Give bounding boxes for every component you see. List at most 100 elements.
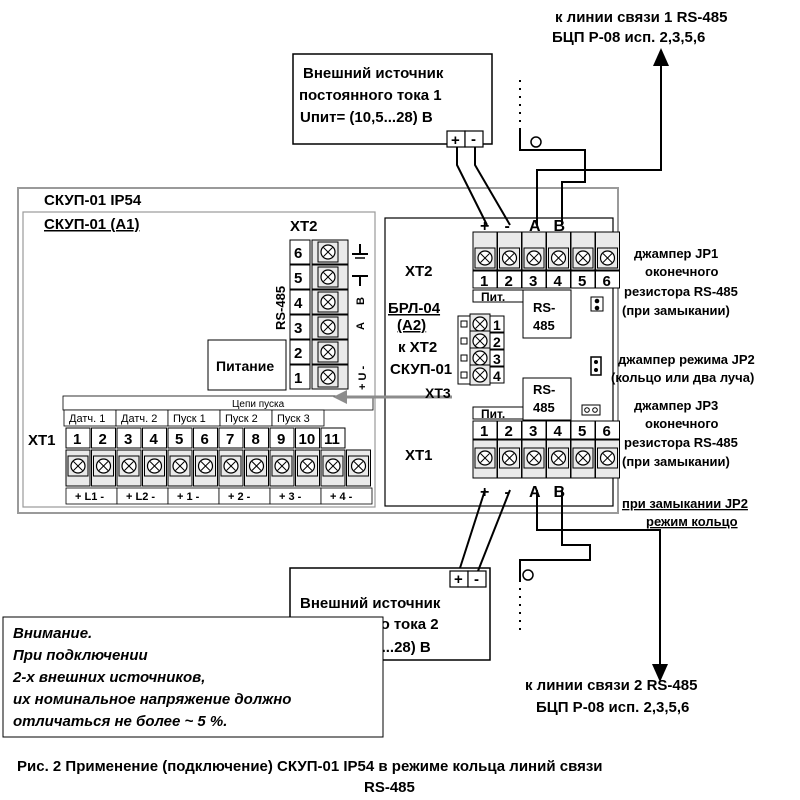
device-xt1-polarity: + 2 - [228,491,251,503]
screw-icon [296,455,319,477]
screw-icon [317,316,339,338]
figure-caption-line-2: RS-485 [364,779,415,796]
module-xt2-pin: 2 [505,273,513,290]
screw-icon [347,455,370,477]
jp2-line-1: джампер режима JP2 [618,352,755,367]
module-xt1-rs-top: RS- [533,382,555,397]
device-xt1-pin: 6 [201,431,209,448]
screw-icon [322,455,344,477]
device-xt2-pin: 3 [294,320,302,337]
psu2-plus: + [454,571,463,588]
device-xt2-pin: 5 [294,270,302,287]
jumper-jp1 [590,296,604,312]
jp2-note-line-2: режим кольцо [646,514,738,529]
device-xt1-pin: 3 [124,431,132,448]
warning-line-3: 2-х внешних источников, [12,669,205,686]
screw-icon [317,341,339,363]
screw-icon [143,455,166,477]
circuit-label: Цепи пуска [232,399,285,410]
device-xt1-group: Датч. 2 [121,413,157,425]
screw-icon [498,447,521,469]
brl-label: БРЛ-04 [388,300,441,317]
psu1-line-1: Внешний источник [303,65,444,82]
device-xt1-pin: 7 [226,431,234,448]
psu-1: Внешний источник постоянного тока 1 Uпит… [292,53,493,149]
module-xt1-pin: 4 [554,423,563,440]
screw-icon [572,247,594,269]
device-xt1-group: Пуск 2 [225,413,258,425]
screw-icon [67,455,89,477]
device-xt1-pin: 5 [175,431,183,448]
device-xt1-group: Датч. 1 [69,413,105,425]
jp1-line-2: оконечного [645,264,719,279]
screw-icon [317,241,339,263]
screw-icon [523,447,545,469]
device-xt1-label: XT1 [28,432,56,449]
module-xt1-rs-bottom: 485 [533,400,555,415]
jp1-line-3: резистора RS-485 [624,284,738,299]
screw-icon [547,447,570,469]
psu1-line-3: Uпит= (10,5...28) В [300,109,433,126]
jp2-note: при замыкании JP2 режим кольцо [622,496,748,529]
psu1-line-2: постоянного тока 1 [299,87,442,104]
jp2-annotation: джампер режима JP2 (кольцо или два луча) [611,352,755,385]
top-link-line-2: БЦП Р-08 исп. 2,3,5,6 [552,29,705,46]
screw-icon [169,455,191,477]
module-xt2-pin: 4 [554,273,563,290]
board-label: СКУП-01 (А1) [44,216,140,233]
screw-icon [596,247,619,269]
device-xt2-b: B [355,297,367,305]
screw-icon [523,247,545,269]
jp2-note-line-1: при замыкании JP2 [622,496,748,511]
device-xt1-polarity: + 3 - [279,491,302,503]
module-xt1-signal: A [529,484,541,501]
screw-icon [547,247,570,269]
jp1-line-1: джампер JP1 [634,246,718,261]
module-xt1-pit: Пит. [481,407,505,421]
module-xt2-pin: 3 [529,273,537,290]
device-xt1-group: Пуск 3 [277,413,310,425]
module-xt1-label: XT1 [405,447,433,464]
wires [456,60,662,670]
bottom-link-arrow [519,569,668,682]
device-xt1-polarity: + 4 - [330,491,353,503]
screw-icon [317,291,339,313]
jumper-jp2 [590,356,602,376]
device-xt2-pin: 6 [294,245,302,262]
device-xt1-pin: 1 [73,431,81,448]
xt3-pin: 1 [493,317,501,333]
module-xt1-pin: 2 [505,423,513,440]
device-title: СКУП-01 IP54 [44,192,142,209]
warning-box: Внимание. При подключении 2-х внешних ис… [2,616,384,738]
warning-line-1: Внимание. [13,625,92,642]
device-xt2-a: A [355,322,367,330]
xt3-label: XT3 [425,385,451,401]
jumper-jp3 [581,404,601,416]
to-xt2-label: к XT2 [398,339,437,356]
jp1-annotation: джампер JP1 оконечного резистора RS-485 … [622,246,738,318]
figure-caption-line-1: Рис. 2 Применение (подключение) СКУП-01 … [17,758,603,775]
warning-line-2: При подключении [13,647,148,664]
device-xt2-power-pins: + U - [357,366,369,390]
module-xt1-signal: B [554,484,566,501]
device-xt1-pin: 10 [299,431,316,448]
device-rs485-label: RS-485 [273,286,288,330]
module-xt2-pin: 1 [480,273,488,290]
connection-arrow [333,390,452,404]
module-xt2-signal: - [505,218,510,235]
screw-icon [474,247,496,269]
screw-icon [271,455,293,477]
device-xt1-polarity: + 1 - [177,491,200,503]
device-xt1-pin: 11 [324,431,340,448]
device-xt1-polarity: + L2 - [126,491,155,503]
psu1-plus: + [451,132,460,149]
device-xt1-pin: 4 [150,431,159,448]
device-xt1-pin: 8 [252,431,260,448]
screw-icon [469,364,491,386]
jp3-line-4: (при замыкании) [622,454,730,469]
device-xt2-pin: 2 [294,345,302,362]
